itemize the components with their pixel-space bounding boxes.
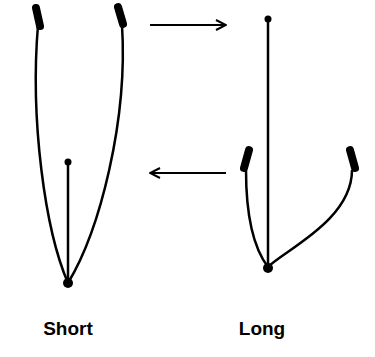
arm-tip xyxy=(244,150,249,168)
transition-arrow xyxy=(150,172,226,174)
arm-tip xyxy=(350,150,355,168)
center-stick xyxy=(67,162,70,283)
figure-group: Short xyxy=(20,0,150,350)
stick-tip xyxy=(65,159,72,166)
arm-curve xyxy=(68,25,123,283)
transition-arrow xyxy=(150,24,226,26)
arm-tip xyxy=(118,7,123,24)
figure-illustration xyxy=(20,0,150,350)
arm-curve xyxy=(246,170,268,267)
figure-illustration xyxy=(226,0,366,350)
arm-tip xyxy=(36,8,40,26)
figure-group: Long xyxy=(226,0,366,350)
figure-label: Long xyxy=(239,318,285,341)
arm-curve xyxy=(36,25,68,283)
figure-label: Short xyxy=(43,318,93,341)
arm-curve xyxy=(268,170,352,267)
stick-tip xyxy=(265,16,272,23)
joint-dot xyxy=(263,263,273,273)
joint-dot xyxy=(63,278,73,288)
center-stick xyxy=(267,18,270,267)
